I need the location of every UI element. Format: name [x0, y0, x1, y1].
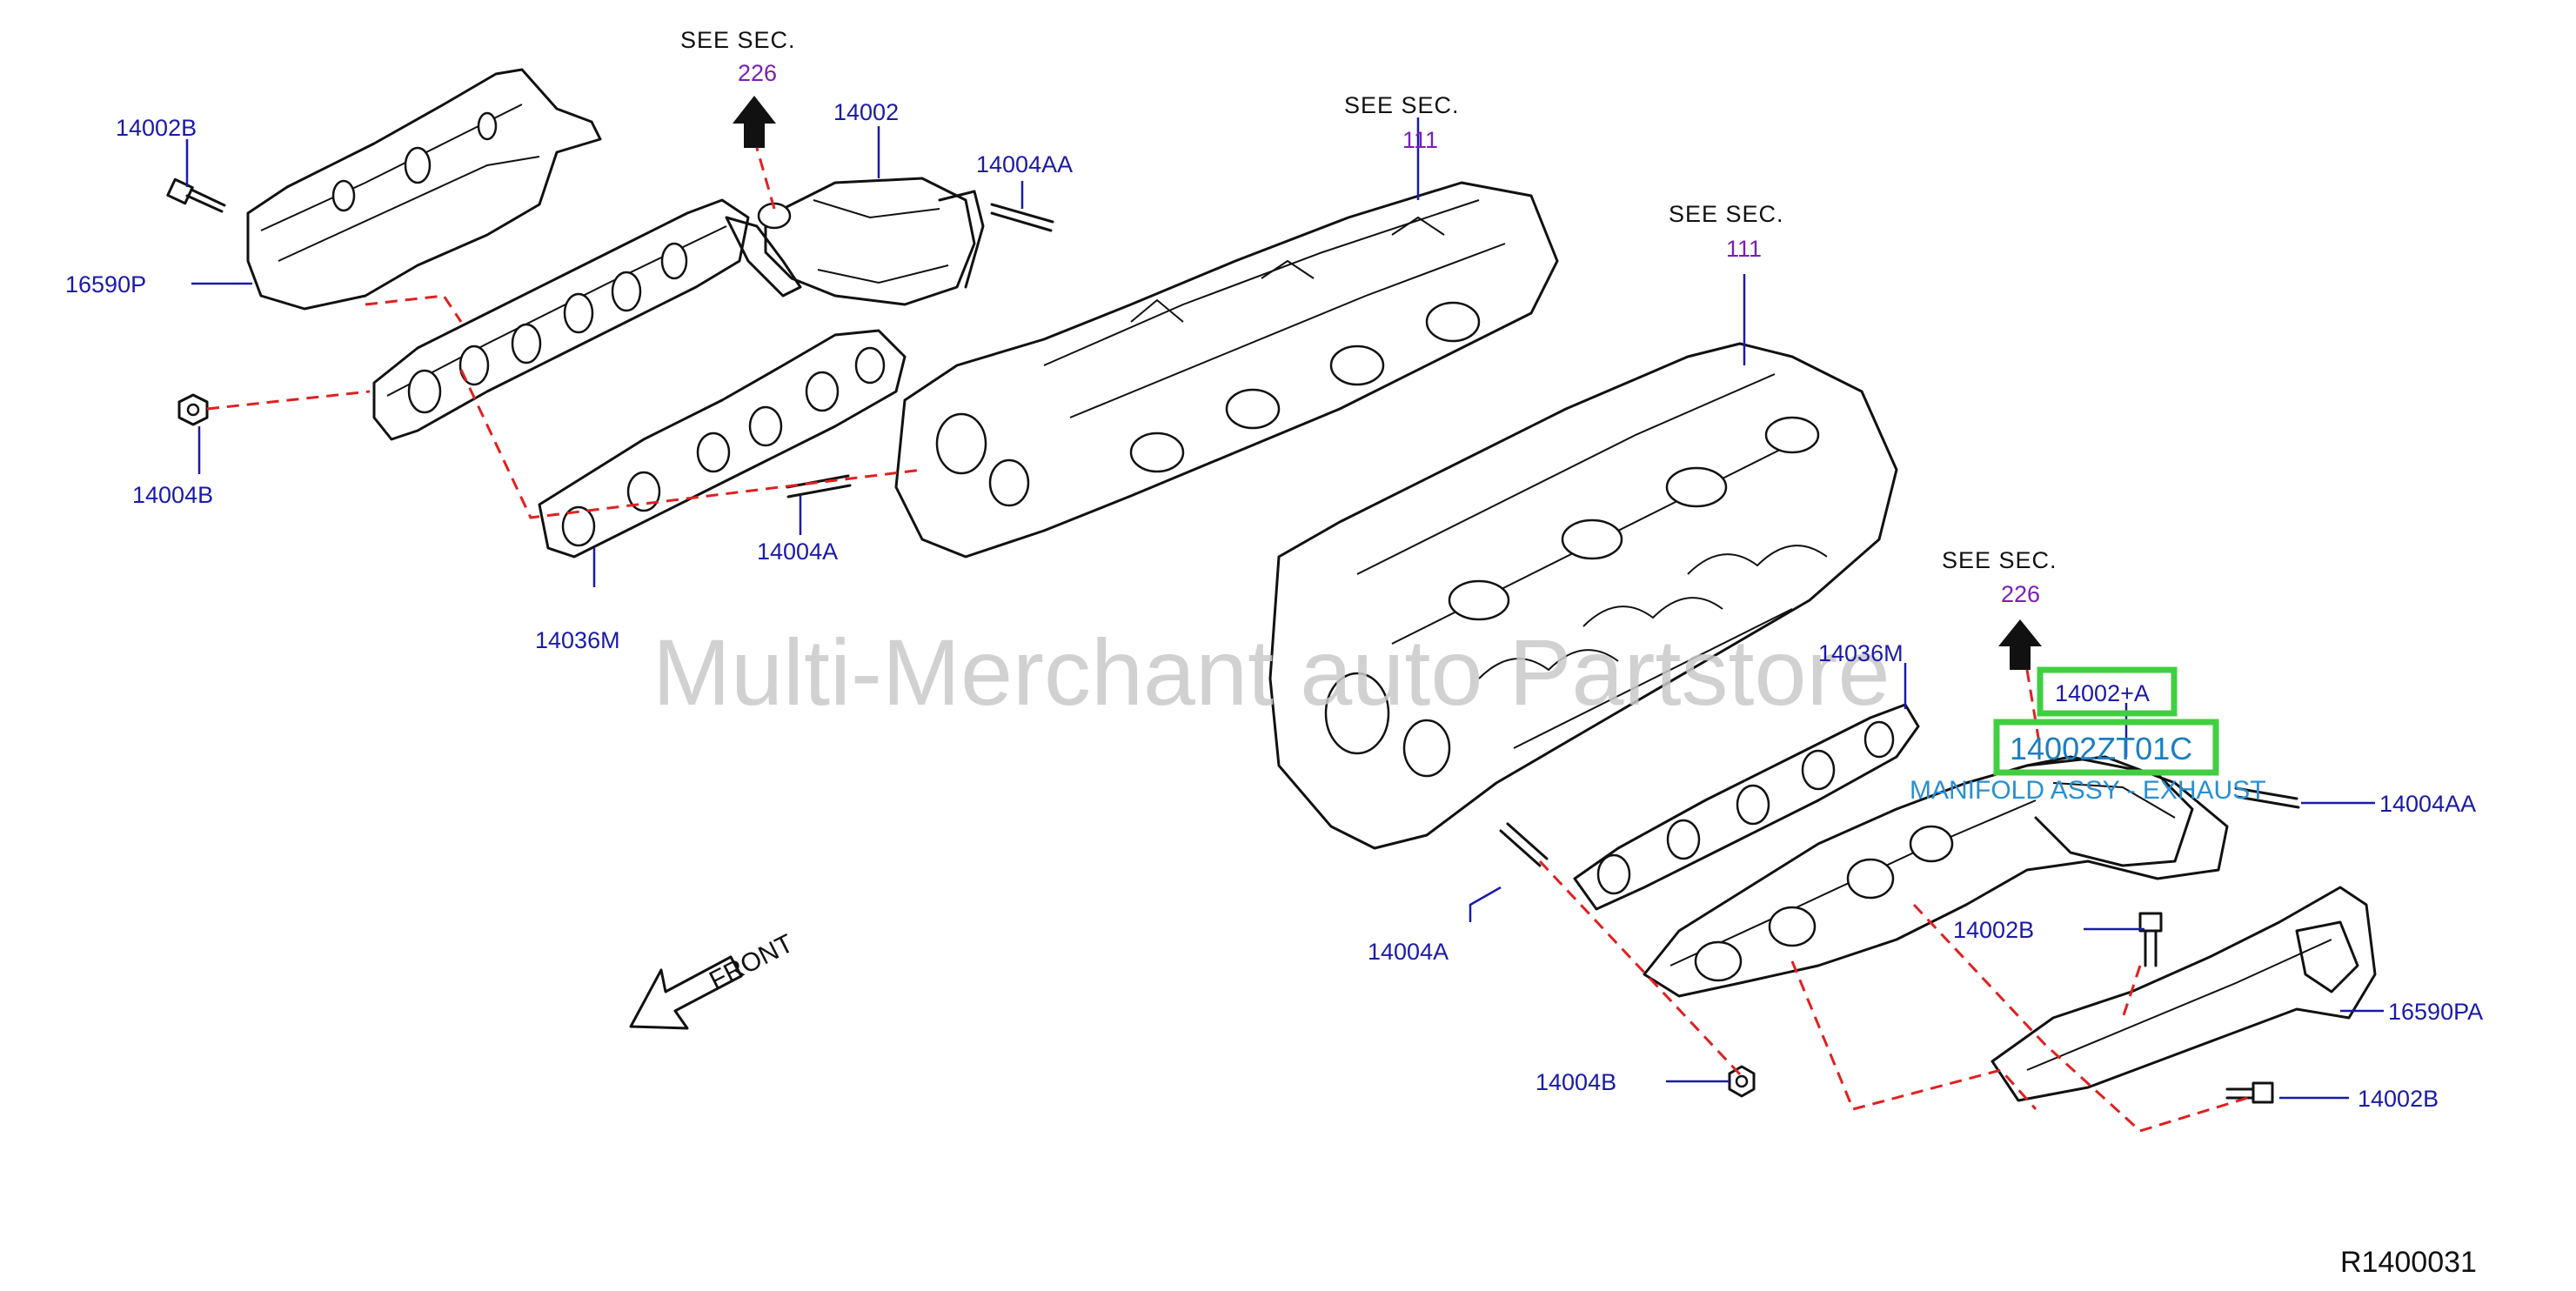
highlight-part-description: MANIFOLD ASSY - EXHAUST: [1910, 776, 2266, 805]
cylinder-head-left[interactable]: [894, 181, 1559, 559]
label-14036M-right[interactable]: 14036M: [1818, 640, 1904, 666]
see-sec-mid-left: SEE SEC.: [1344, 92, 1460, 118]
diagram-reference: R1400031: [2340, 1246, 2477, 1279]
exhaust-manifold-right[interactable]: [1643, 755, 2229, 998]
see-sec-mid-right: SEE SEC.: [1669, 201, 1784, 227]
front-label: FRONT: [705, 929, 798, 995]
sec-111-mid-left[interactable]: 111: [1402, 127, 1438, 153]
exhaust-manifold-left[interactable]: [372, 198, 802, 441]
sec-111-mid-right[interactable]: 111: [1726, 236, 1762, 262]
catalytic-converter-left[interactable]: [757, 177, 985, 306]
stud-14004AA-top[interactable]: [990, 203, 1054, 232]
see-sec-top-left: SEE SEC.: [680, 27, 796, 53]
label-14004AA-top[interactable]: 14004AA: [976, 151, 1073, 177]
label-14004B-left[interactable]: 14004B: [132, 482, 213, 508]
see-sec-right: SEE SEC.: [1942, 547, 2057, 573]
heat-shield-left[interactable]: [246, 68, 602, 311]
stud-14004A-right[interactable]: [1499, 822, 1549, 867]
label-16590P[interactable]: 16590P: [65, 271, 146, 298]
label-14036M-left[interactable]: 14036M: [535, 627, 620, 653]
bolt-14002B-right2[interactable]: [2225, 1081, 2274, 1104]
cylinder-head-right[interactable]: [1268, 342, 1898, 850]
highlight-part-ref[interactable]: 14002+A: [2055, 680, 2150, 706]
front-indicator: FRONT: [629, 929, 798, 1030]
nut-14004B-right[interactable]: [1728, 1065, 1756, 1098]
leader-lines: [185, 117, 2384, 1100]
bolt-14002B-top[interactable]: [166, 177, 226, 213]
label-14004B-right[interactable]: 14004B: [1536, 1069, 1616, 1095]
nut-14004B-left[interactable]: [177, 393, 209, 426]
assembly-lines: [206, 147, 2254, 1133]
arrow-up-top-left: [733, 96, 776, 148]
highlight-part-number[interactable]: 14002ZT01C: [2010, 731, 2192, 766]
label-14002B-right2[interactable]: 14002B: [2358, 1086, 2439, 1112]
label-14002B-top[interactable]: 14002B: [116, 115, 197, 141]
gasket-right[interactable]: [1573, 703, 1920, 911]
label-16590PA[interactable]: 16590PA: [2388, 999, 2483, 1025]
label-14004A-right[interactable]: 14004A: [1368, 939, 1449, 965]
sec-226-right[interactable]: 226: [2001, 581, 2040, 607]
watermark: Multi-Merchant auto Partstore: [652, 619, 1890, 725]
stud-14004AA-right[interactable]: [2234, 786, 2300, 809]
bolt-14002B-right1[interactable]: [2138, 912, 2163, 967]
label-14002B-right1[interactable]: 14002B: [1953, 917, 2034, 943]
label-14004AA-right[interactable]: 14004AA: [2379, 791, 2476, 817]
arrow-up-right: [1998, 619, 2042, 670]
gasket-left[interactable]: [538, 329, 907, 559]
label-14002-top[interactable]: 14002: [833, 99, 899, 125]
label-14004A-left[interactable]: 14004A: [757, 538, 838, 565]
sec-226-top-left[interactable]: 226: [738, 60, 777, 86]
highlight-boxes: [1993, 666, 2219, 776]
heat-shield-right[interactable]: [1991, 886, 2377, 1102]
